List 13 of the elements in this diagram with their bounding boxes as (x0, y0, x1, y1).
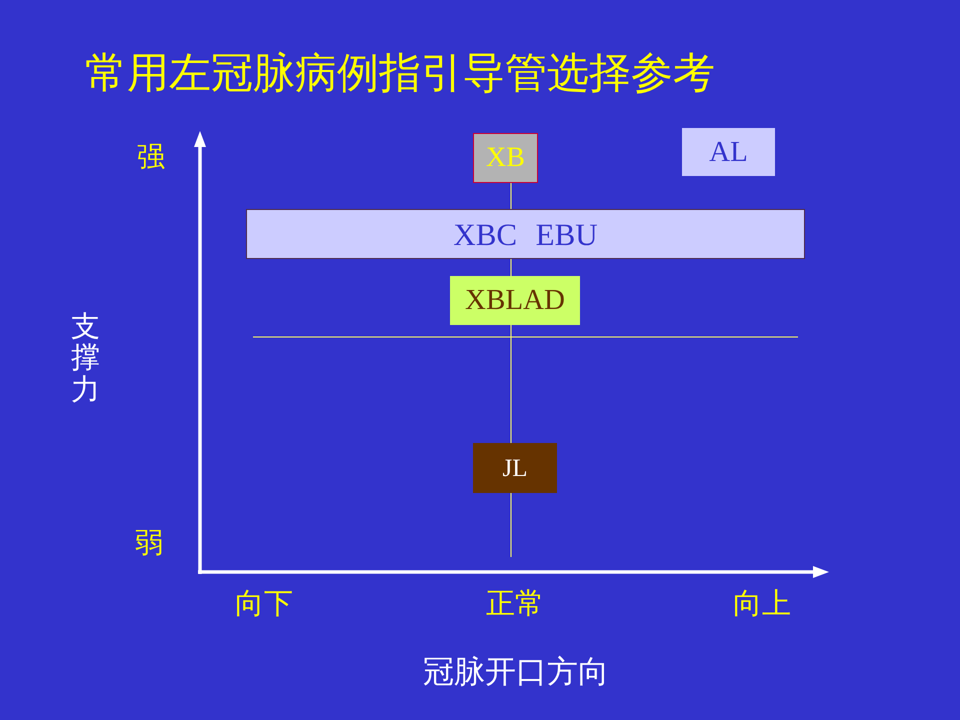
axis-title: 支撑力 (70, 312, 101, 406)
catheter-box: JL (473, 443, 557, 493)
axis-tick-label: 正常 (486, 590, 544, 619)
catheter-box: XBLAD (450, 276, 580, 325)
axis-title: 冠脉开口方向 (423, 656, 609, 687)
axis-end-label: 向下 (235, 590, 293, 619)
catheter-box: AL (682, 128, 775, 176)
catheter-band: XBC EBU (246, 209, 805, 259)
axis-end-label: 向上 (733, 590, 791, 619)
axis-end-label: 强 (137, 144, 165, 172)
axis-end-label: 弱 (135, 530, 163, 558)
slide-title: 常用左冠脉病例指引导管选择参考 (85, 53, 715, 95)
catheter-box: XB (473, 133, 538, 183)
